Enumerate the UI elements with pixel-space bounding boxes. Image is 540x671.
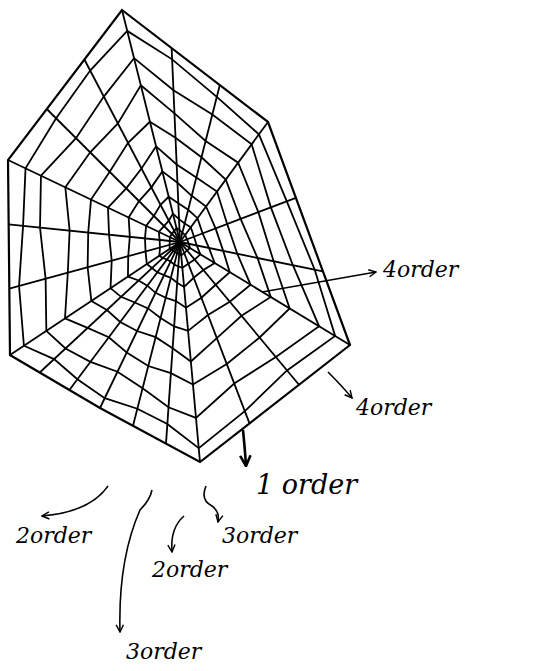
leader-arrow <box>328 372 352 398</box>
web-ring <box>128 171 230 307</box>
web-spoke <box>9 224 180 242</box>
order-label: 3order <box>222 524 297 548</box>
order-label: 1 order <box>256 470 357 500</box>
web-spoke <box>69 242 180 390</box>
web-spoke <box>122 10 180 242</box>
web-ring <box>145 197 215 287</box>
leader-arrow <box>120 490 152 632</box>
leader-lines <box>42 272 376 632</box>
web-ring <box>108 146 251 331</box>
web-frame <box>8 10 350 462</box>
web-spoke <box>180 242 299 385</box>
web-ring <box>40 58 319 418</box>
order-label: 4order <box>356 396 431 420</box>
web-spoke <box>180 122 268 242</box>
web-spoke <box>10 242 180 355</box>
web-ring <box>19 31 335 448</box>
web-ring <box>65 85 290 384</box>
web-ring <box>170 228 190 255</box>
leader-arrow <box>243 430 246 466</box>
web-ring <box>159 214 201 268</box>
order-label: 2order <box>152 558 227 582</box>
leader-arrow <box>204 486 218 522</box>
leader-arrow <box>262 272 376 292</box>
leader-arrow <box>42 486 108 516</box>
web-spoke <box>8 160 180 242</box>
web-spoke <box>84 60 180 243</box>
web-spoke <box>180 85 220 242</box>
web-ring <box>88 122 271 362</box>
web-spoke <box>9 242 180 289</box>
leader-arrow <box>172 516 184 552</box>
web-spoke <box>180 242 250 423</box>
spider-web <box>8 10 350 462</box>
order-label: 4order <box>383 258 458 282</box>
order-label: 2order <box>16 524 91 548</box>
order-label: 3order <box>126 640 201 664</box>
